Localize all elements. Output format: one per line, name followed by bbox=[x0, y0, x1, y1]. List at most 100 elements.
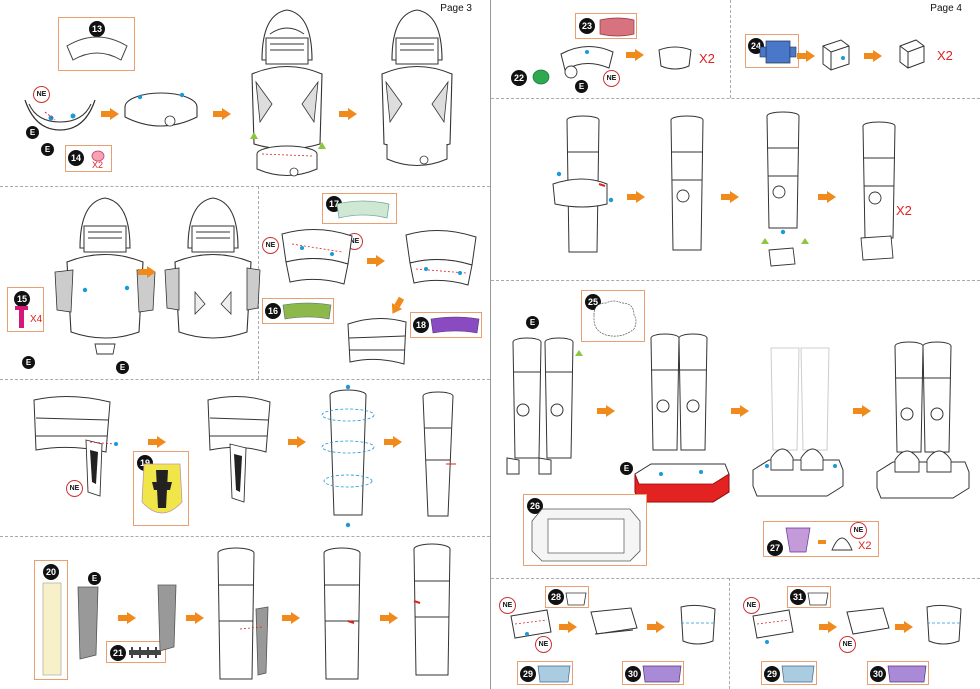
wrist-ring-icon bbox=[658, 46, 692, 70]
step-badge-22: 22 bbox=[511, 70, 527, 86]
step-badge-30: 30 bbox=[870, 666, 886, 682]
ne-marker: NE bbox=[262, 237, 279, 254]
step-badge-20: 20 bbox=[43, 564, 59, 580]
part-box-13: 13 bbox=[58, 17, 135, 71]
part-16-plate-icon bbox=[282, 302, 332, 320]
part-20-grey-strip-icon bbox=[77, 586, 99, 660]
legs-on-base-ghost-icon bbox=[752, 347, 844, 497]
arrow-right-icon bbox=[647, 621, 665, 633]
step-badge-31: 31 bbox=[790, 589, 806, 605]
part-29-icon bbox=[537, 665, 571, 683]
part-14-icon bbox=[91, 150, 105, 162]
plate-assembly-icon bbox=[281, 228, 353, 285]
gauntlet-part-icon bbox=[846, 607, 890, 635]
leg-plate-icon bbox=[33, 395, 118, 497]
step-badge-14: 14 bbox=[68, 150, 84, 166]
e-marker: E bbox=[526, 316, 539, 329]
section-divider bbox=[491, 578, 980, 579]
arrow-right-icon bbox=[148, 436, 166, 448]
step-badge-29: 29 bbox=[520, 666, 536, 682]
leg-plate-icon bbox=[207, 396, 271, 503]
part-17-plate-icon bbox=[336, 200, 390, 219]
part-30-icon bbox=[887, 665, 927, 683]
part-box-25: 25 bbox=[581, 290, 645, 342]
part-20-strip-icon bbox=[42, 582, 62, 676]
leg-cylinder-icon bbox=[860, 121, 896, 261]
part-box-16: 16 bbox=[262, 298, 334, 324]
gauntlet-part-icon bbox=[752, 609, 794, 644]
e-marker: E bbox=[88, 572, 101, 585]
page-label: Page 3 bbox=[440, 3, 472, 14]
quantity-label: X2 bbox=[896, 203, 912, 218]
step-badge-28: 28 bbox=[548, 589, 564, 605]
part-box-31: 31 bbox=[787, 586, 831, 608]
step-badge-29: 29 bbox=[764, 666, 780, 682]
gauntlet-part-icon bbox=[680, 604, 716, 645]
base-plinth-icon bbox=[634, 463, 730, 503]
collar-part-icon bbox=[66, 36, 128, 61]
part-box-24: 24 bbox=[745, 34, 799, 68]
arrow-right-icon bbox=[797, 50, 815, 62]
e-marker: E bbox=[26, 126, 39, 139]
part-box-30: 30 bbox=[867, 661, 929, 685]
ne-marker: NE bbox=[850, 522, 867, 539]
part-box-26: 26 bbox=[523, 494, 647, 566]
legs-pair-icon bbox=[506, 337, 583, 475]
section-divider bbox=[0, 536, 490, 537]
step-badge-21: 21 bbox=[110, 645, 126, 661]
ne-marker: NE bbox=[499, 597, 516, 614]
step-badge-16: 16 bbox=[265, 303, 281, 319]
leg-cylinder-icon bbox=[321, 384, 375, 528]
part-29-icon bbox=[781, 665, 815, 683]
quantity-label: X4 bbox=[30, 314, 43, 325]
arrow-right-icon bbox=[186, 612, 204, 624]
part-box-29: 29 bbox=[517, 661, 573, 685]
part-23-icon bbox=[599, 17, 635, 37]
section-divider bbox=[0, 186, 490, 187]
gauntlet-part-icon bbox=[510, 609, 552, 639]
part-22-gem-icon bbox=[532, 69, 550, 85]
quantity-label: X2 bbox=[937, 48, 953, 63]
part-18-plate-icon bbox=[430, 316, 480, 334]
page-3: Page 3 13 NE E E 14 X2 bbox=[0, 0, 490, 689]
arrow-right-icon bbox=[818, 191, 836, 203]
helmet-torso-icon bbox=[250, 9, 326, 177]
step-badge-15: 15 bbox=[14, 291, 30, 307]
arrow-right-icon bbox=[380, 612, 398, 624]
part-28-icon bbox=[565, 592, 587, 606]
part-21-bar-icon bbox=[129, 647, 161, 658]
part-26-base-icon bbox=[531, 508, 641, 562]
part-box-29: 29 bbox=[761, 661, 817, 685]
part-box-20: 20 bbox=[34, 560, 68, 680]
part-19-emblem-icon bbox=[141, 463, 183, 514]
part-box-17: 17 bbox=[322, 193, 397, 224]
arrow-right-icon bbox=[819, 621, 837, 633]
step-badge-23: 23 bbox=[579, 18, 595, 34]
legs-pair-icon bbox=[650, 333, 708, 451]
arrow-right-icon bbox=[627, 191, 645, 203]
leg-cylinder-icon bbox=[670, 115, 704, 251]
arrow-right-icon bbox=[101, 108, 119, 120]
arrow-right-icon bbox=[288, 436, 306, 448]
part-15-pin-icon bbox=[15, 306, 28, 328]
step-badge-27: 27 bbox=[767, 540, 783, 556]
ne-marker: NE bbox=[603, 70, 620, 87]
step-badge-26: 26 bbox=[527, 498, 543, 514]
arrow-right-icon bbox=[895, 621, 913, 633]
ne-marker: NE bbox=[33, 86, 50, 103]
arrow-right-icon bbox=[339, 108, 357, 120]
e-marker: E bbox=[22, 356, 35, 369]
ne-marker: NE bbox=[535, 636, 552, 653]
part-box-21: 21 bbox=[106, 641, 166, 663]
leg-cylinder-icon bbox=[217, 547, 269, 680]
plate-assembly-icon bbox=[405, 229, 477, 286]
ne-marker: NE bbox=[743, 597, 760, 614]
arrow-right-icon bbox=[118, 612, 136, 624]
arrow-right-icon bbox=[282, 612, 300, 624]
quantity-label: X2 bbox=[92, 160, 104, 170]
section-divider bbox=[491, 98, 980, 99]
leg-cylinder-icon bbox=[552, 115, 614, 253]
e-marker: E bbox=[575, 80, 588, 93]
part-box-23: 23 bbox=[575, 13, 637, 39]
arrow-right-icon bbox=[138, 266, 156, 278]
